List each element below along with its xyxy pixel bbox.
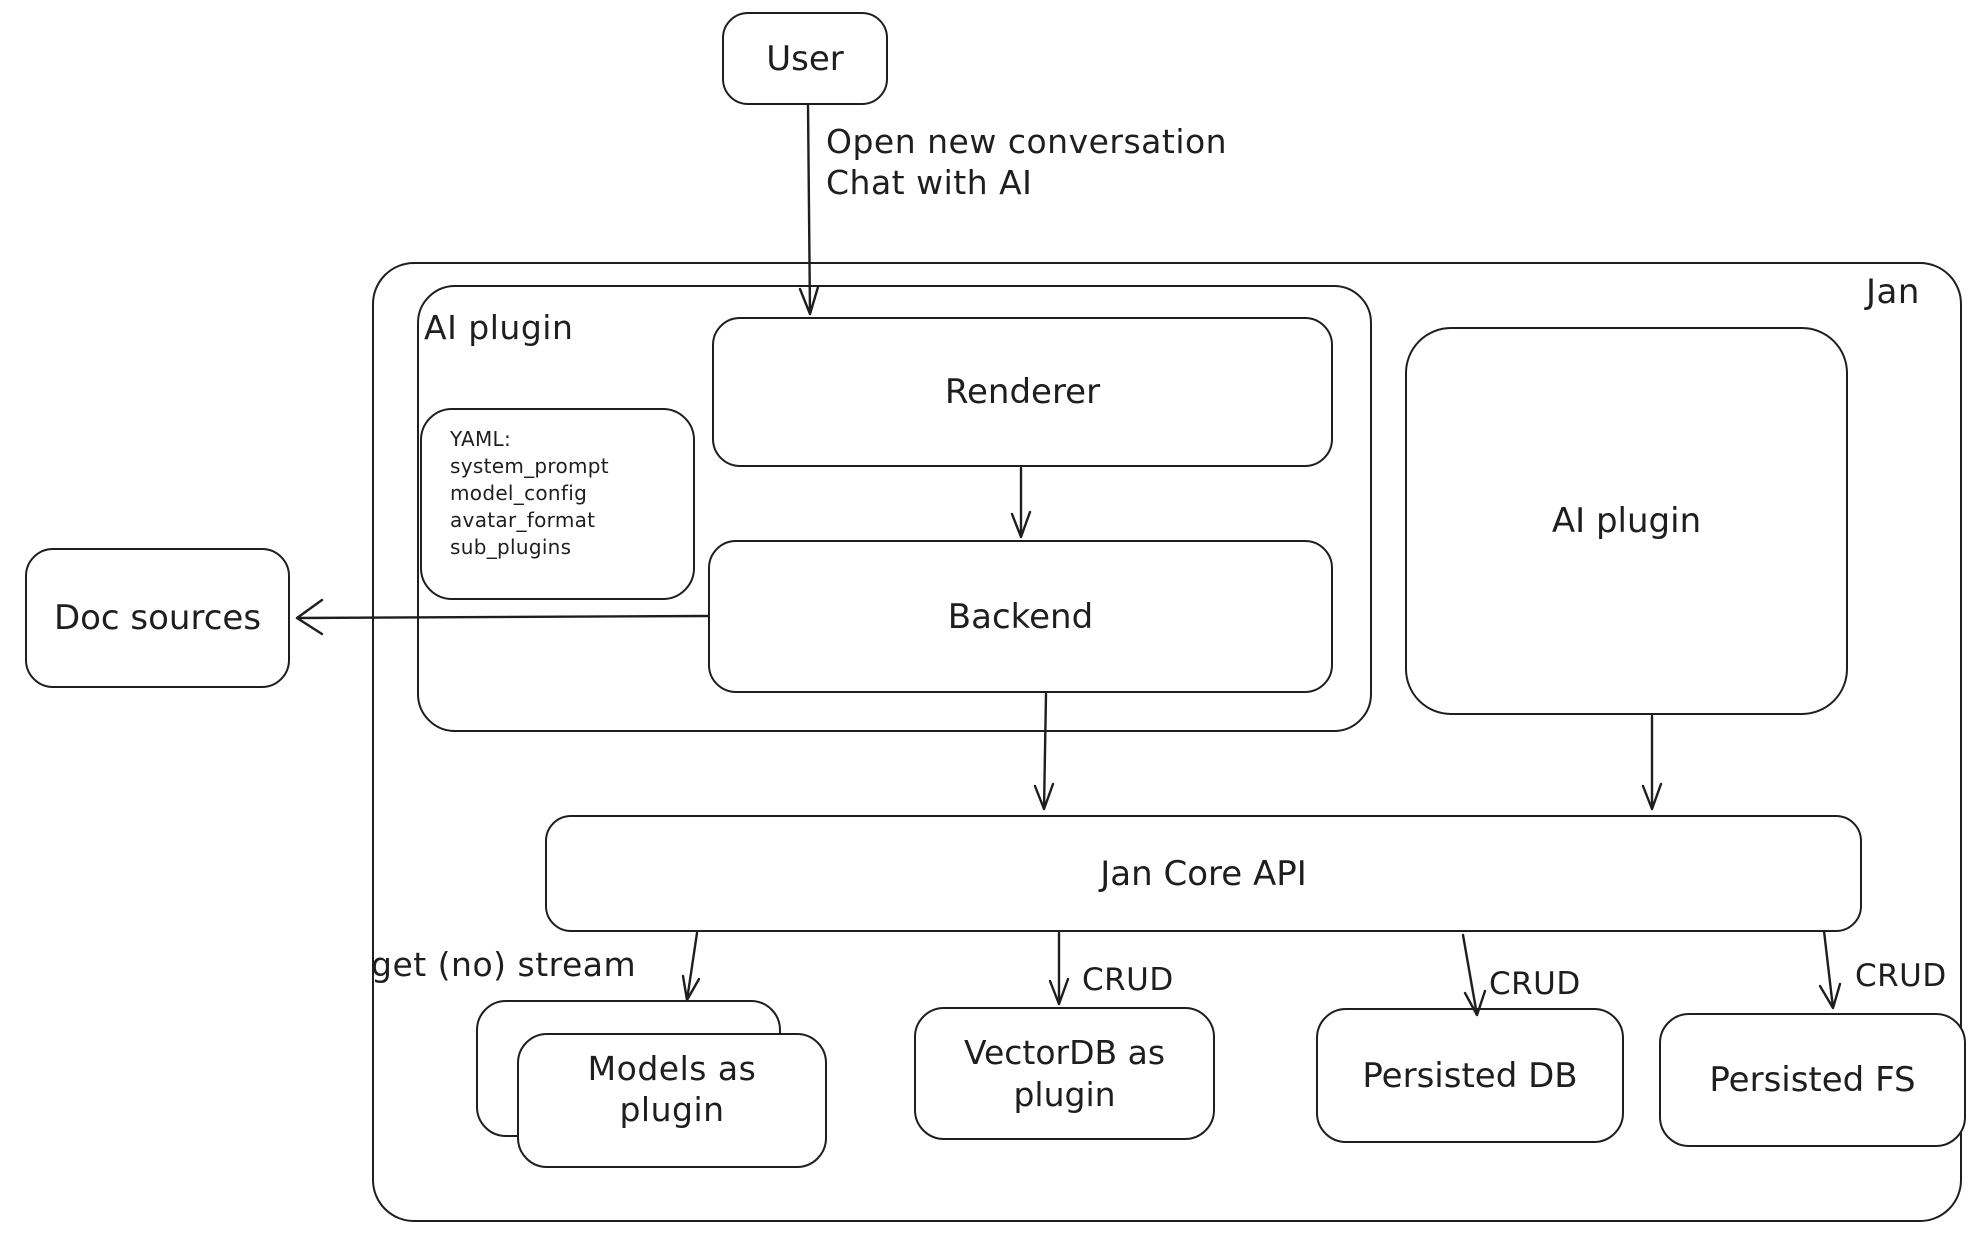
jan-container-label: Jan (1866, 272, 1920, 312)
persisted-db-box: Persisted DB (1316, 1008, 1624, 1143)
backend-box: Backend (708, 540, 1333, 693)
doc-sources-box: Doc sources (25, 548, 290, 688)
user-label: User (766, 38, 844, 79)
jan-core-api-label: Jan Core API (1100, 853, 1307, 894)
doc-sources-label: Doc sources (53, 598, 262, 638)
ai-plugin-container-label: AI plugin (424, 308, 574, 347)
backend-label: Backend (947, 596, 1094, 637)
yaml-line: system_prompt (450, 454, 609, 478)
edge-label-get-no-stream: get (no) stream (371, 945, 637, 984)
ai-plugin-right-box: AI plugin (1405, 327, 1848, 715)
models-plugin-label-line1: Models as (587, 1049, 757, 1088)
vectordb-plugin-label-line1: VectorDB as (963, 1033, 1166, 1073)
edge-label-crud-persisted-db: CRUD (1489, 966, 1581, 1002)
persisted-fs-box: Persisted FS (1659, 1013, 1966, 1147)
yaml-note-box: YAML: system_prompt model_config avatar_… (420, 408, 695, 600)
models-plugin-label-line2: plugin (619, 1090, 725, 1130)
edge-label-open-conversation: Open new conversation (826, 122, 1228, 161)
edge-label-crud-persisted-fs: CRUD (1855, 958, 1947, 994)
edge-label-crud-vectordb: CRUD (1082, 962, 1174, 998)
yaml-line: avatar_format (450, 508, 596, 532)
vectordb-plugin-label-line2: plugin (1013, 1074, 1116, 1114)
vectordb-plugin-box: VectorDB as plugin (914, 1007, 1215, 1140)
yaml-line: sub_plugins (450, 535, 572, 559)
renderer-label: Renderer (944, 372, 1101, 412)
ai-plugin-right-label: AI plugin (1551, 501, 1702, 541)
jan-core-api-box: Jan Core API (545, 815, 1862, 932)
user-box: User (722, 12, 888, 105)
persisted-db-label: Persisted DB (1362, 1055, 1578, 1096)
models-plugin-front-box (517, 1033, 827, 1168)
renderer-box: Renderer (712, 317, 1333, 467)
edge-label-chat-with-ai: Chat with AI (826, 163, 1033, 202)
persisted-fs-label: Persisted FS (1709, 1060, 1916, 1100)
yaml-line: model_config (450, 481, 588, 505)
yaml-line: YAML: (450, 427, 511, 451)
models-plugin-label: Models as plugin (517, 1048, 827, 1131)
yaml-note-text: YAML: system_prompt model_config avatar_… (422, 410, 609, 561)
